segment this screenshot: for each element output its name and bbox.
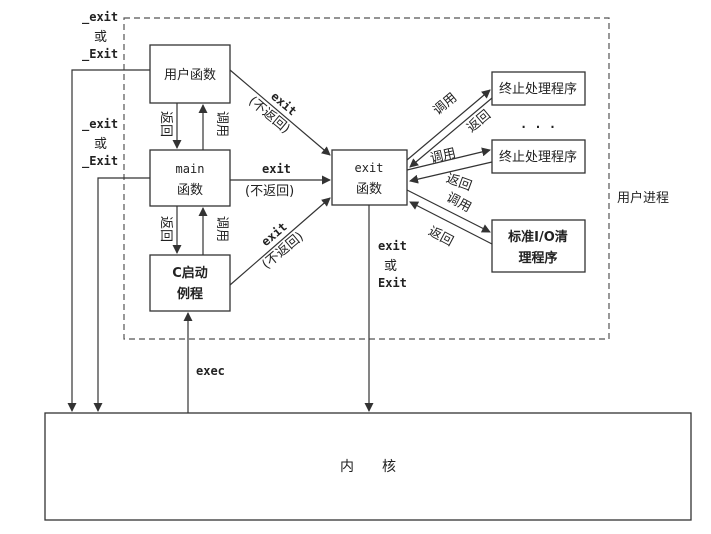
call-arrow-exit-to-handler1 <box>406 89 491 161</box>
direct-exit-path-user-function <box>67 69 150 412</box>
user-process-label: 用户进程 <box>617 190 669 206</box>
main-function-label-2: 函数 <box>177 183 203 198</box>
label-exit-down-2: Exit <box>378 276 407 290</box>
exit-function-label-2: 函数 <box>356 182 382 197</box>
label-exit-down-1: exit <box>378 239 407 253</box>
label-call-h3: 调用 <box>444 190 474 215</box>
exit-arrow-cstart-to-exit <box>229 197 331 286</box>
c-startup-label-1: C启动 <box>172 265 208 281</box>
label-underscore-exit-1: _exit <box>82 10 118 25</box>
return-arrow-stdio-to-exit <box>409 201 493 245</box>
stdio-cleanup-label-1: 标准I/O清 <box>507 229 568 245</box>
exit-handler-box-2 <box>491 139 586 174</box>
c-startup-label-2: 例程 <box>177 286 203 302</box>
kernel-label: 内 核 <box>340 459 396 475</box>
return-arrow-handler1-to-exit <box>409 97 493 168</box>
label-call-2: 调用 <box>214 216 229 242</box>
call-arrow-exit-to-handler2 <box>406 147 491 171</box>
handler-ellipsis: . . . <box>520 117 556 131</box>
exit-handler-box-1 <box>491 71 586 106</box>
label-exit-mid: exit <box>262 162 291 176</box>
exit-function-box <box>331 149 408 206</box>
label-underscore-Exit-1: _Exit <box>82 47 118 62</box>
label-no-return-mid: (不返回) <box>245 184 294 199</box>
stdio-cleanup-box <box>491 219 586 273</box>
stdio-cleanup-label-2: 理程序 <box>518 250 557 266</box>
main-function-box <box>149 149 231 207</box>
exit-handler-label-1: 终止处理程序 <box>499 81 577 97</box>
label-call-h1: 调用 <box>431 90 461 118</box>
c-startup-routine-box <box>149 254 231 312</box>
label-exec: exec <box>196 364 225 378</box>
label-call-1: 调用 <box>214 111 229 137</box>
label-or-down: 或 <box>384 259 397 274</box>
kernel-box <box>44 412 692 521</box>
label-or-1: 或 <box>94 30 107 45</box>
label-underscore-Exit-2: _Exit <box>82 154 118 169</box>
user-function-label: 用户函数 <box>164 67 216 83</box>
call-arrow-exit-to-stdio <box>406 189 491 233</box>
direct-exit-path-main <box>93 177 150 412</box>
label-return-h2: 返回 <box>444 171 474 194</box>
label-underscore-exit-2: _exit <box>82 117 118 132</box>
label-return-h3: 返回 <box>426 224 456 249</box>
user-function-box <box>149 44 231 104</box>
label-return-1-a: 返回 <box>158 111 173 137</box>
exit-handler-label-2: 终止处理程序 <box>499 149 577 165</box>
exit-function-label-1: exit <box>355 161 384 175</box>
return-arrow-handler2-to-exit <box>409 161 493 184</box>
label-call-h2: 调用 <box>429 146 458 166</box>
exit-arrow-user-to-exit <box>229 69 331 156</box>
label-return-h1: 返回 <box>464 108 494 136</box>
label-or-2: 或 <box>94 137 107 152</box>
label-return-2: 返回 <box>158 216 173 242</box>
main-function-label-1: main <box>176 162 205 176</box>
